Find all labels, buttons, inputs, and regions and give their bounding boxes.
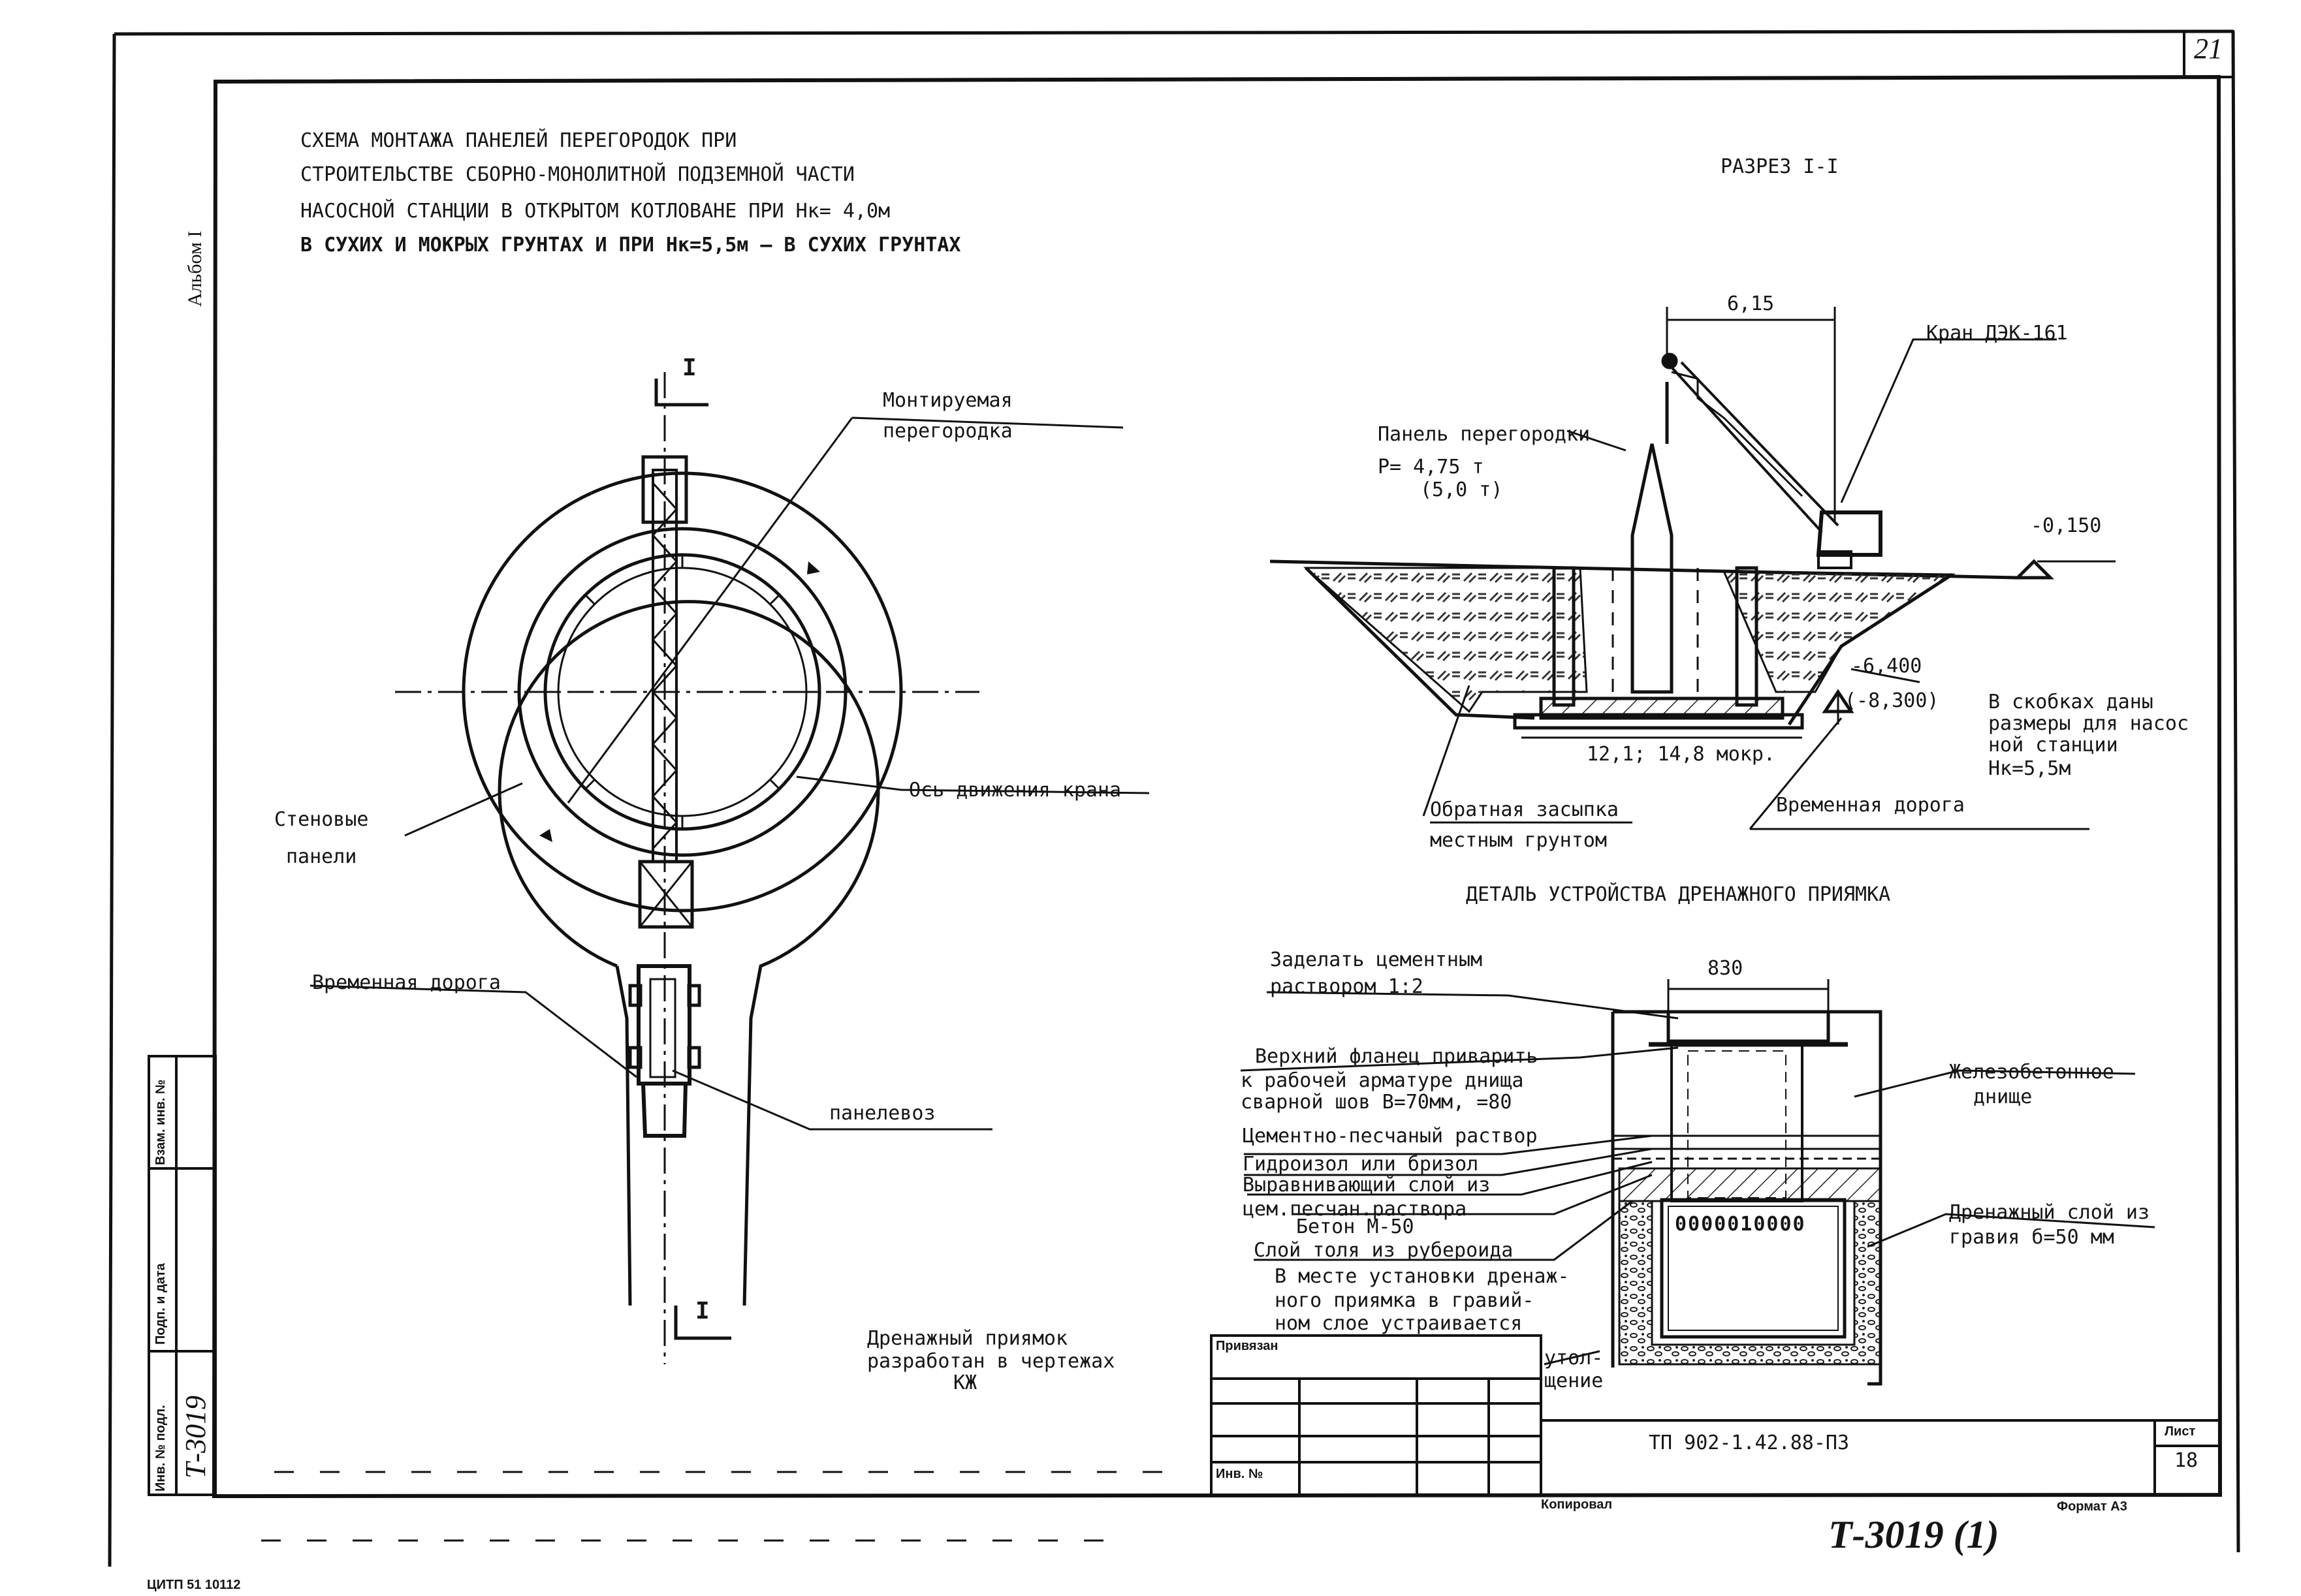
note-drain-plan: Дренажный приямок [867,1327,1068,1350]
detail-label-left: Бетон М-50 [1296,1215,1414,1238]
cipher-bottom-left: ЦИТП 51 10112 [147,1578,241,1592]
format-label: Формат А3 [2057,1499,2127,1514]
brackets-note: В скобках даны [1988,691,2153,713]
plan-title-line: В СУХИХ И МОКРЫХ ГРУНТАХ И ПРИ Нк=5,5м –… [300,234,961,257]
detail-label-left: Выравнивающий слой из [1243,1174,1491,1197]
note-drain-plan: КЖ [953,1371,977,1394]
label-crane-axis: Ось движения крана [909,779,1122,802]
side-stamp-grid [148,1055,217,1496]
label-wall-panels: Стеновые [274,808,369,831]
document-code: ТП 902-1.42.88-ПЗ [1649,1432,1850,1454]
plan-title-line: НАСОСНОЙ СТАНЦИИ В ОТКРЫТОМ КОТЛОВАНЕ ПР… [300,200,891,223]
brackets-note: ной станции [1988,734,2118,757]
detail-label-right: днище [1973,1086,2033,1108]
detail-label-left: Гидроизол или бризол [1243,1153,1479,1176]
sheet-label: Лист [2165,1424,2196,1439]
detail-label-left: Слой толя из рубероида [1254,1239,1514,1262]
panel-label: (5,0 т) [1420,478,1503,501]
detail-title: ДЕТАЛЬ УСТРОЙСТВА ДРЕНАЖНОГО ПРИЯМКА [1466,883,1891,906]
label-wall-panels: панели [286,845,357,868]
detail-label-left: раствором 1:2 [1270,975,1423,998]
detail-label-left: цем.песчан.раствора [1243,1198,1467,1221]
detail-label-left: Верхний фланец приварить [1255,1045,1538,1068]
stamp-sign-date: Подп. и дата [153,1263,168,1345]
backfill-label: Обратная засыпка [1430,798,1619,821]
detail-label-left: Заделать цементным [1270,948,1483,971]
detail-label-right: гравия б=50 мм [1949,1226,2114,1249]
drain-detail-view [1240,979,2155,1386]
drawing-frame [212,74,2223,1499]
crane-label: Кран ДЭК-161 [1926,322,2068,345]
brackets-note: размеры для насос [1988,712,2189,735]
backfill-label: местным грунтом [1430,829,1607,852]
level-top: -0,150 [2031,514,2102,537]
archive-number: Т-3019 (1) [1828,1513,1999,1556]
section-view [1269,307,2116,830]
page-corner-number: 21 [2194,33,2223,65]
stamp-inv-original: Инв. № подл. [153,1405,168,1492]
label-panel-truck: панелевоз [829,1102,936,1125]
detail-label-right: Железобетонное [1949,1061,2114,1084]
pit-perforation: 0000010000 [1675,1213,1806,1236]
section-mark-top: I [682,354,697,381]
label-temp-road-plan: Временная дорога [312,971,501,994]
detail-label-left: В месте установки дренаж- [1275,1265,1570,1288]
detail-label-right: Дренажный слой из [1949,1201,2150,1224]
section-dim-bottom: 12,1; 14,8 мокр. [1587,743,1775,766]
sheet-outer-frame [108,29,2240,1567]
section-mark-bottom: I [695,1298,710,1324]
detail-label-left: к рабочей арматуре днища [1241,1069,1524,1092]
panel-label: Панель перегородки [1378,423,1591,446]
label-partition: Монтируемая [883,389,1013,412]
inv-label: Инв. № [1216,1467,1263,1481]
panel-label: Р= 4,75 т [1378,456,1484,478]
section-dim-top: 6,15 [1727,292,1775,315]
page-number-box [2183,30,2234,78]
copy-label: Копировал [1541,1497,1613,1512]
plan-title-line: СХЕМА МОНТАЖА ПАНЕЛЕЙ ПЕРЕГОРОДОК ПРИ [300,129,737,152]
detail-dim-top: 830 [1707,957,1743,980]
temp-road-label-section: Временная дорога [1776,794,1965,817]
section-title: РАЗРЕЗ I-I [1721,155,1839,178]
label-partition: перегородка [883,420,1013,443]
detail-label-left: ном слое устраивается [1275,1312,1523,1335]
stamp-replace-inv: Взам. инв. № [153,1079,168,1165]
note-drain-plan: разработан в чертежах [867,1350,1115,1373]
plan-view [309,372,1150,1364]
title-block-grid [1210,1334,2220,1496]
label-thickening: щение [1544,1369,1604,1392]
level-bottom-alt: (-8,300) [1845,689,1939,712]
plan-title-line: СТРОИТЕЛЬСТВЕ СБОРНО-МОНОЛИТНОЙ ПОДЗЕМНО… [300,163,855,186]
detail-label-left: Цементно-песчаный раствор [1243,1125,1538,1148]
brackets-note: Нк=5,5м [1988,757,2071,780]
stamp-inv-value: Т-3019 [180,1395,212,1479]
level-bottom: -6,400 [1851,655,1922,678]
album-label: Альбом I [184,230,206,307]
label-thickening: утол- [1544,1347,1604,1369]
bound-label: Привязан [1216,1339,1278,1353]
detail-label-left: ного приямка в гравий- [1275,1289,1534,1312]
scan-marks [261,1471,1175,1542]
detail-label-left: сварной шов В=70мм, =80 [1241,1091,1512,1114]
sheet-number: 18 [2174,1449,2198,1472]
